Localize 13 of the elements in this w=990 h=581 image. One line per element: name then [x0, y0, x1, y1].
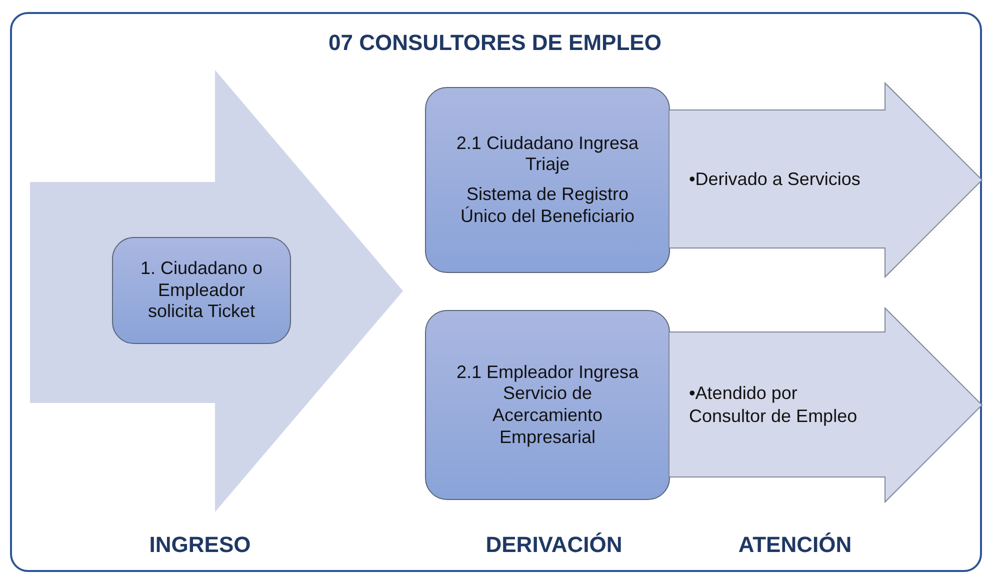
- diagram-title: 07 CONSULTORES DE EMPLEO: [328, 30, 662, 56]
- box-text: 2.1 Ciudadano Ingresa Triaje: [456, 132, 639, 176]
- stage-label: INGRESO: [148, 532, 252, 558]
- process-box: [425, 310, 670, 500]
- box-text: Sistema de Registro Único del Beneficiario: [459, 184, 636, 228]
- stage-label: ATENCIÓN: [737, 532, 853, 558]
- box-text: 1. Ciudadano o Empleador solicita Ticket: [139, 258, 264, 323]
- arrow-text: •Atendido por Consultor de Empleo: [689, 382, 858, 427]
- stage-label: DERIVACIÓN: [484, 532, 624, 558]
- box-text: 2.1 Empleador Ingresa Servicio de Acercamiento Empresarial: [455, 362, 640, 448]
- process-box: [112, 237, 291, 344]
- process-box: [425, 87, 670, 273]
- arrow-text: •Derivado a Servicios: [689, 168, 862, 190]
